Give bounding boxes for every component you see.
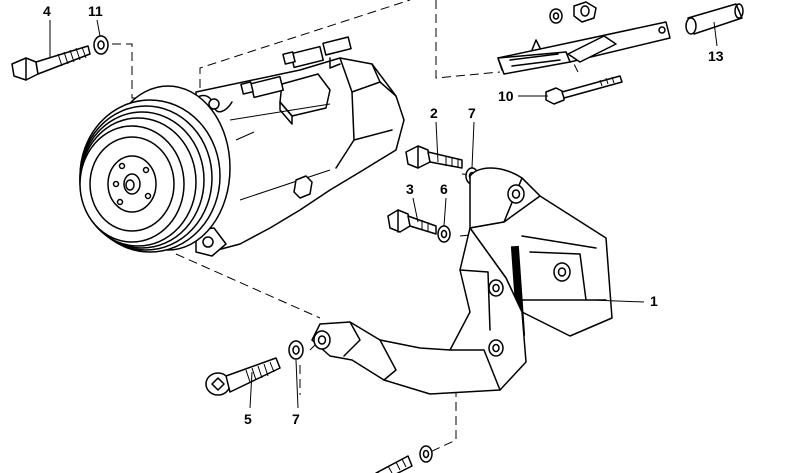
callout-4: 4 [43, 3, 51, 19]
callouts: 1 2 3 4 5 6 7 7 10 11 13 [43, 3, 724, 427]
bolt-5 [205, 357, 281, 396]
spacer-13 [685, 3, 744, 35]
callout-3: 3 [406, 181, 414, 197]
ac-compressor [79, 36, 405, 257]
bolt-3 [387, 209, 437, 235]
top-nut [549, 1, 597, 24]
callout-7-lower: 7 [292, 411, 300, 427]
callout-10: 10 [498, 88, 514, 104]
callout-11: 11 [88, 3, 103, 19]
bottom-bolt-partial [375, 445, 433, 473]
bolt-2 [405, 145, 463, 169]
washer-7-lower [288, 340, 304, 360]
callout-6: 6 [440, 181, 448, 197]
bolt-4 [11, 45, 91, 81]
washer-11 [93, 35, 109, 55]
callout-2: 2 [430, 105, 438, 121]
callout-5: 5 [244, 411, 252, 427]
washer-6 [437, 225, 451, 243]
bolt-10 [545, 75, 623, 105]
tension-strap [497, 21, 671, 75]
leader-lines [49, 19, 718, 409]
callout-7-upper: 7 [468, 105, 476, 121]
mounting-bracket-1 [311, 167, 613, 395]
callout-1: 1 [650, 293, 658, 309]
callout-13: 13 [708, 48, 724, 64]
